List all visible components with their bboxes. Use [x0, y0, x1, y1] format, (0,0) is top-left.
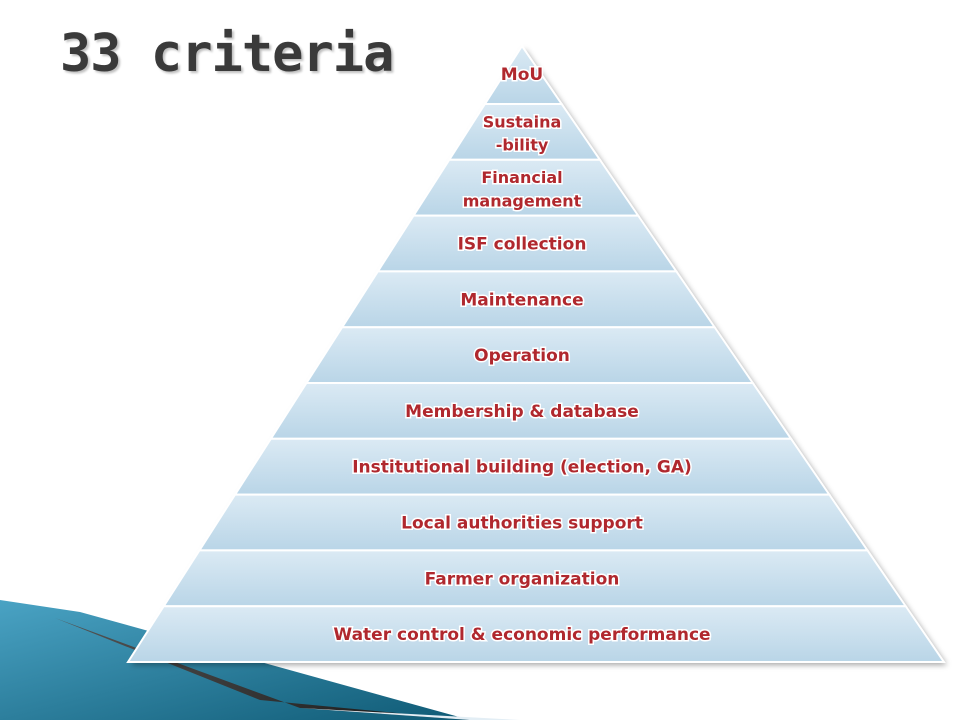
pyramid-tier-label-4: ISF collection [458, 235, 587, 255]
dark-swoosh-shape [55, 618, 470, 720]
light-swoosh-shape [300, 708, 520, 720]
pyramid-tier-label-6: Operation [474, 346, 570, 366]
pyramid-tier-label-line: ISF collection [458, 235, 587, 255]
pyramid-tier-label-11: Water control & economic performance [333, 625, 710, 645]
pyramid-tier-label-line: Membership & database [405, 402, 639, 422]
pyramid-tier-label-line: Local authorities support [401, 514, 643, 534]
pyramid-tier-label-line: Institutional building (election, GA) [352, 458, 692, 478]
pyramid-tier-label-line: -bility [496, 135, 549, 154]
pyramid-tier-11 [126, 605, 946, 663]
pyramid-tier-label-2: Sustaina -bility [483, 112, 562, 154]
pyramid-tier-label-line: management [463, 191, 582, 210]
slide-title: 33 criteria [60, 24, 394, 84]
pyramid-tier-label-10: Farmer organization [425, 569, 620, 589]
pyramid-tier-label-line: Farmer organization [425, 569, 620, 589]
pyramid-tier-label-1: MoU [501, 65, 543, 85]
pyramid-tier-label-8: Institutional building (election, GA) [352, 458, 692, 478]
pyramid-tier-label-line: Maintenance [460, 290, 583, 310]
pyramid-tier-label-3: Financial management [463, 168, 582, 210]
pyramid-tier-label-9: Local authorities support [401, 514, 643, 534]
pyramid-tier-label-line: MoU [501, 65, 543, 85]
pyramid-tier-label-line: Water control & economic performance [333, 625, 710, 645]
pyramid-tier-label-5: Maintenance [460, 290, 583, 310]
pyramid-tier-label-line: Operation [474, 346, 570, 366]
pyramid-tier-label-7: Membership & database [405, 402, 639, 422]
pyramid-tier-label-line: Sustaina [483, 112, 562, 131]
pyramid-tier-label-line: Financial [481, 168, 562, 187]
